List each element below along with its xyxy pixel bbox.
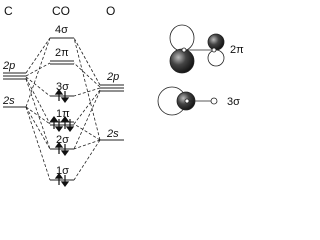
mo-1pi: 1π	[49, 108, 75, 132]
header-co: CO	[52, 4, 70, 18]
oxygen-2s-label: 2s	[106, 128, 119, 140]
header-carbon: C	[4, 4, 13, 18]
electron-pairs	[49, 116, 75, 132]
sigma-orbital-shape	[157, 86, 218, 116]
oxygen-2p-label: 2p	[106, 71, 119, 83]
carbon-2s-label: 2s	[2, 95, 15, 107]
mo-4sigma-label: 4σ	[55, 24, 68, 36]
carbon-2p-level	[3, 72, 26, 80]
oxygen-2p-level	[100, 84, 124, 92]
pi-orbital-shape	[169, 24, 225, 74]
mo-1pi-label: 1π	[56, 108, 70, 120]
carbon-2p-label: 2p	[2, 60, 15, 72]
pi-orbital-label: 2π	[230, 44, 244, 56]
mo-4sigma: 4σ	[50, 24, 74, 39]
electron-pair	[54, 142, 70, 156]
mo-2pi-label: 2π	[55, 47, 69, 59]
electron-pair	[54, 89, 70, 103]
correlation-lines	[25, 37, 101, 181]
header-oxygen: O	[106, 4, 115, 18]
mo-2sigma: 2σ	[50, 134, 74, 156]
sigma-orbital-label: 3σ	[227, 96, 240, 108]
mo-1sigma: 1σ	[50, 165, 74, 187]
mo-2pi: 2π	[50, 47, 74, 65]
mo-3sigma: 3σ	[50, 81, 74, 103]
electron-pair	[54, 173, 70, 187]
co-mo-diagram: C CO O 2p 2s 2p 2s	[2, 4, 244, 187]
